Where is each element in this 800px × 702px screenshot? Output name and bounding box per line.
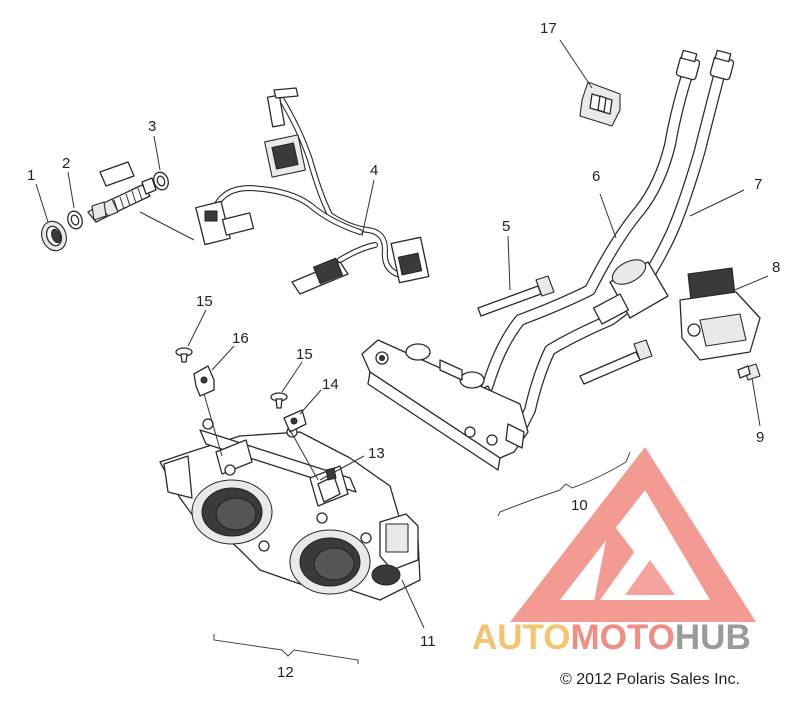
callout-5: 5	[502, 218, 510, 235]
brace-12	[213, 634, 359, 664]
throttle-body	[159, 418, 421, 601]
callout-9: 9	[756, 429, 764, 446]
watermark-logo	[510, 447, 756, 622]
part-3-o-ring	[153, 171, 169, 191]
part-14-clip	[283, 409, 307, 433]
callout-14: 14	[322, 376, 339, 393]
part-8-sensor	[679, 267, 761, 361]
part-17-clip	[579, 81, 621, 127]
leader-lines	[35, 39, 769, 629]
part-9-fitting	[737, 363, 761, 381]
part-15-screw-b	[270, 392, 288, 409]
callout-1: 1	[27, 167, 35, 184]
callout-6: 6	[592, 168, 600, 185]
callout-10: 10	[571, 497, 588, 514]
callout-15b: 15	[296, 346, 313, 363]
part-4-wiring-harness	[195, 87, 430, 295]
callout-7: 7	[754, 176, 762, 193]
fuel-injector	[87, 161, 157, 223]
fuel-rail	[361, 339, 529, 471]
callout-3: 3	[148, 118, 156, 135]
callout-8: 8	[772, 259, 780, 276]
callout-16: 16	[232, 330, 249, 347]
watermark-word-moto: MOTO	[571, 618, 675, 657]
fuel-hoses	[464, 49, 735, 446]
copyright-text: © 2012 Polaris Sales Inc.	[560, 671, 740, 688]
part-2-o-ring	[67, 210, 83, 230]
callout-4: 4	[370, 162, 378, 179]
part-15-screw-a	[175, 347, 193, 363]
watermark-word-auto: AUTO	[472, 618, 571, 657]
callout-13: 13	[368, 445, 385, 462]
part-5-bolt	[477, 275, 555, 317]
callout-15a: 15	[196, 293, 213, 310]
watermark-word-hub: HUB	[675, 618, 751, 657]
callout-11: 11	[420, 633, 436, 650]
bolt-lower	[579, 339, 653, 385]
callout-17: 17	[540, 20, 557, 37]
watermark-text: AUTOMOTOHUB	[472, 618, 751, 657]
callout-12: 12	[277, 664, 294, 681]
part-16-clip	[193, 365, 215, 397]
brace-10	[497, 451, 631, 517]
callout-2: 2	[62, 155, 70, 172]
part-1-seal	[41, 220, 67, 252]
